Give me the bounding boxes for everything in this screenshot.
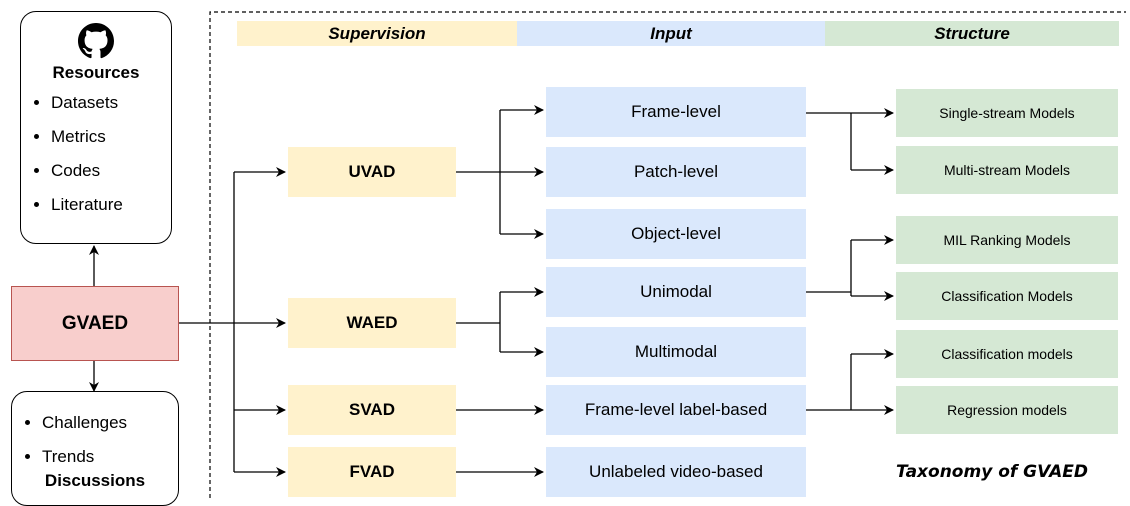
header-input: Input xyxy=(517,21,825,46)
supervision-uvad-label: UVAD xyxy=(348,162,396,181)
structure-single-stream: Single-stream Models xyxy=(896,89,1118,137)
github-icon xyxy=(21,23,171,59)
discussion-item-trends: Trends xyxy=(42,440,178,474)
input-frame-level-label: Frame-level xyxy=(631,102,721,121)
input-patch-level: Patch-level xyxy=(546,147,806,197)
discussions-panel: Challenges Trends Discussions xyxy=(11,391,179,506)
root-gvaed: GVAED xyxy=(11,286,179,361)
resources-panel: Resources Datasets Metrics Codes Literat… xyxy=(20,11,172,244)
structure-mil-ranking-label: MIL Ranking Models xyxy=(943,232,1071,248)
resource-item-datasets: Datasets xyxy=(51,86,171,120)
structure-single-stream-label: Single-stream Models xyxy=(939,105,1075,121)
supervision-fvad-label: FVAD xyxy=(349,462,395,481)
diagram-caption: Taxonomy of GVAED xyxy=(896,462,1089,482)
structure-regression-models: Regression models xyxy=(896,386,1118,434)
dashed-frame xyxy=(209,11,1126,498)
structure-classification-models-label: Classification Models xyxy=(941,288,1073,304)
header-structure-label: Structure xyxy=(934,23,1010,43)
resource-item-codes: Codes xyxy=(51,154,171,188)
header-input-label: Input xyxy=(650,23,692,43)
structure-mil-ranking: MIL Ranking Models xyxy=(896,216,1118,264)
discussions-list: Challenges Trends xyxy=(12,406,178,474)
input-frame-label-based: Frame-level label-based xyxy=(546,385,806,435)
resource-item-literature: Literature xyxy=(51,188,171,222)
supervision-uvad: UVAD xyxy=(288,147,456,197)
input-multimodal: Multimodal xyxy=(546,327,806,377)
supervision-fvad: FVAD xyxy=(288,447,456,497)
header-supervision-label: Supervision xyxy=(328,23,426,43)
structure-classification-models-lc-label: Classification models xyxy=(941,346,1073,362)
input-frame-level: Frame-level xyxy=(546,87,806,137)
input-object-level-label: Object-level xyxy=(631,224,721,243)
structure-classification-models: Classification Models xyxy=(896,272,1118,320)
structure-classification-models-lc: Classification models xyxy=(896,330,1118,378)
structure-multi-stream: Multi-stream Models xyxy=(896,146,1118,194)
discussions-title: Discussions xyxy=(44,471,146,490)
header-supervision: Supervision xyxy=(237,21,517,46)
resources-list: Datasets Metrics Codes Literature xyxy=(21,86,171,222)
resource-item-metrics: Metrics xyxy=(51,120,171,154)
supervision-svad: SVAD xyxy=(288,385,456,435)
supervision-waed: WAED xyxy=(288,298,456,348)
supervision-waed-label: WAED xyxy=(346,313,398,332)
input-frame-label-based-label: Frame-level label-based xyxy=(584,400,768,419)
discussion-item-challenges: Challenges xyxy=(42,406,178,440)
structure-multi-stream-label: Multi-stream Models xyxy=(943,162,1071,178)
input-unlabeled-video-based: Unlabeled video-based xyxy=(546,447,806,497)
input-unimodal: Unimodal xyxy=(546,267,806,317)
input-multimodal-label: Multimodal xyxy=(634,342,718,361)
input-patch-level-label: Patch-level xyxy=(633,162,719,181)
input-unlabeled-video-based-label: Unlabeled video-based xyxy=(589,462,763,481)
resources-title: Resources xyxy=(52,63,140,82)
input-unimodal-label: Unimodal xyxy=(640,282,712,301)
structure-regression-models-label: Regression models xyxy=(947,402,1067,418)
supervision-svad-label: SVAD xyxy=(349,400,395,419)
header-structure: Structure xyxy=(825,21,1119,46)
root-gvaed-label: GVAED xyxy=(61,312,129,334)
input-object-level: Object-level xyxy=(546,209,806,259)
